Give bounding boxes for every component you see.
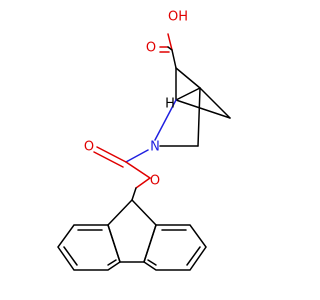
- bridgehead-hydrogen-label: H: [165, 97, 175, 112]
- bond-carbonyl-o-2: [93, 151, 124, 168]
- bond-c1-n: [154, 99, 177, 141]
- bond-c6-c5: [175, 67, 201, 89]
- bond-acid-c-oh: [171, 49, 177, 69]
- bond-c5-c4: [199, 87, 231, 119]
- ester-oxygen-label: O: [150, 174, 160, 189]
- bond-c1-c4: [175, 99, 231, 119]
- left-ring-double-2: [63, 246, 78, 266]
- right-ring-double-2: [186, 246, 201, 266]
- ring-nitrogen-label: N: [150, 140, 160, 155]
- bond-n-carbonyl: [125, 149, 149, 163]
- bond-acid-co-join: [167, 46, 173, 51]
- left-benzene-ring: [57, 224, 121, 271]
- structure-canvas: OH O H N O O: [57, 10, 231, 271]
- carbamate-carbonyl-oxygen-label: O: [84, 140, 94, 155]
- bond-carbonyl-ester-o: [125, 161, 151, 179]
- bond-f9-c8a: [131, 199, 157, 226]
- left-ring-double-3: [107, 259, 117, 266]
- hydroxyl-label: OH: [168, 10, 188, 25]
- acid-carbonyl-oxygen-label: O: [146, 41, 156, 56]
- bond-c5-c3: [197, 87, 201, 147]
- right-ring-double-3: [147, 259, 157, 266]
- right-benzene-ring: [143, 224, 207, 271]
- bond-carbonyl-o-1: [96, 146, 127, 163]
- bond-f9-c9a: [107, 199, 133, 226]
- molecule-diagram: OH O H N O O: [57, 10, 231, 271]
- bond-c1-c5: [175, 87, 201, 101]
- bond-ch2-fluorenyl: [131, 187, 137, 201]
- bond-acid-c-oh-o: [167, 33, 173, 51]
- bond-ester-o-ch2: [135, 177, 151, 189]
